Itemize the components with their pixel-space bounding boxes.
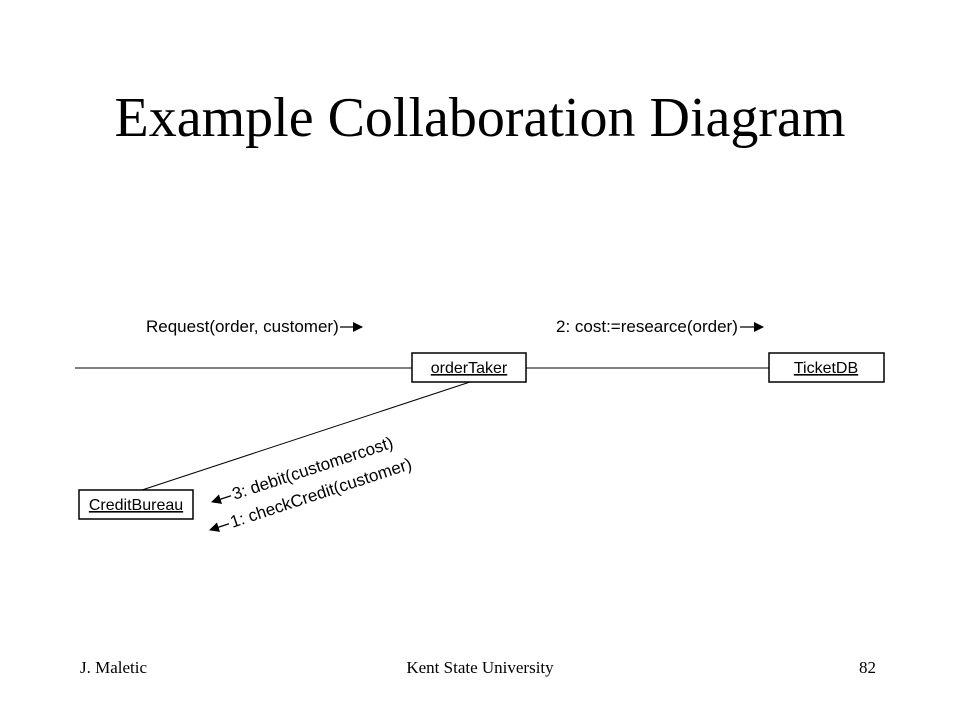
- footer-institution: Kent State University: [406, 658, 554, 677]
- footer-author: J. Maletic: [80, 658, 148, 677]
- message-debit-arrow: [211, 494, 232, 504]
- object-ticket-db[interactable]: TicketDB: [768, 352, 885, 383]
- object-ticket-db-label: TicketDB: [794, 360, 858, 377]
- footer-page-number: 82: [859, 658, 876, 677]
- object-order-taker[interactable]: orderTaker: [411, 352, 527, 383]
- message-request-label: Request(order, customer): [146, 317, 339, 336]
- object-order-taker-label: orderTaker: [431, 360, 508, 377]
- object-credit-bureau[interactable]: CreditBureau: [78, 489, 194, 520]
- message-cost-label: 2: cost:=researce(order): [556, 317, 738, 336]
- object-credit-bureau-label: CreditBureau: [89, 497, 183, 514]
- message-check-credit-arrow: [209, 522, 230, 532]
- slide-title: Example Collaboration Diagram: [114, 87, 846, 149]
- ordertaker-creditbureau-link: [141, 381, 471, 491]
